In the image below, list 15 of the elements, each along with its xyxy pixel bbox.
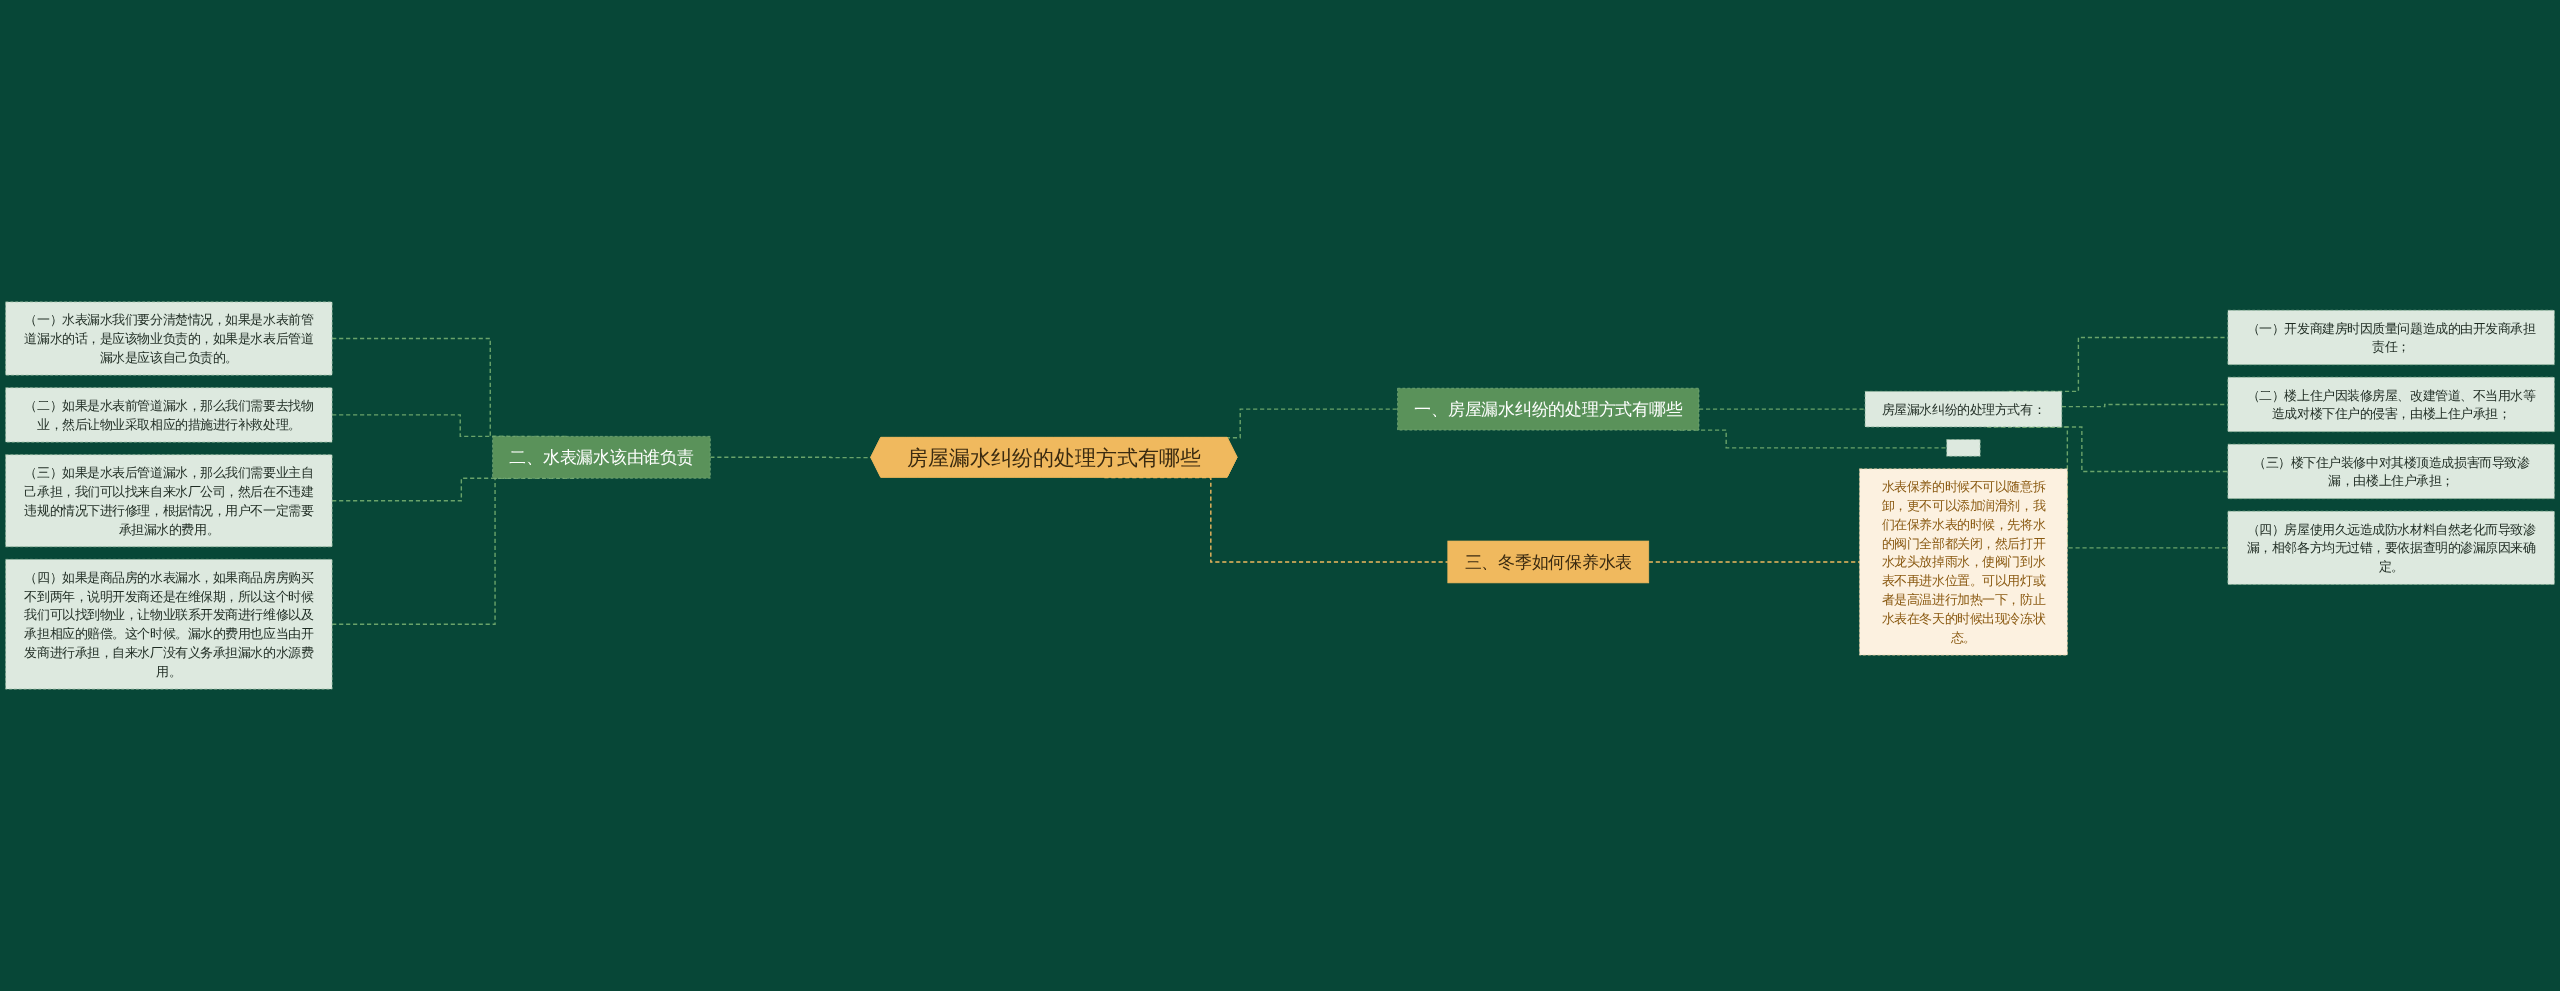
connector xyxy=(1698,408,1866,410)
node-box xyxy=(1946,439,1981,457)
node-box: 三、冬季如何保养水表 xyxy=(1447,540,1650,584)
node-box: （四）房屋使用久远造成防水材料自然老化而导致渗漏，相邻各方均无过错，要依据查明的渗漏原因来确定。 xyxy=(2227,510,2555,585)
node-box: 一、房屋漏水纠纷的处理方式有哪些 xyxy=(1397,387,1700,431)
node-box: 二、水表漏水该由谁负责 xyxy=(492,436,711,479)
node-box: （二）如果是水表前管道漏水，那么我们需要去找物业，然后让物业采取相应的措施进行补救处理。 xyxy=(5,387,333,443)
node-box: （三）楼下住户装修中对其楼顶造成损害而导致渗漏，由楼上住户承担； xyxy=(2227,443,2555,499)
node-box: （一）水表漏水我们要分清楚情况，如果是水表前管道漏水的话，是应该物业负责的，如果是水表后管道漏水是应该自己负责的。 xyxy=(5,301,333,376)
node-box: 水表保养的时候不可以随意拆卸，更不可以添加润滑剂，我们在保养水表的时候，先将水的阀门全部都关闭，然后打开水龙头放掉雨水，使阀门到水表不再进水位置。可以用灯或者是高温进行加热一下，防止水表在冬天的时候出现冷冻状态。 xyxy=(1859,468,2068,656)
node-box: （三）如果是水表后管道漏水，那么我们需要业主自己承担，我们可以找来自来水厂公司，然后在不违建违规的情况下进行修理，根据情况，用户不一定需要承担漏水的费用。 xyxy=(5,454,333,548)
node-box: （一）开发商建房时因质量问题造成的由开发商承担责任； xyxy=(2227,309,2555,366)
node-box: 房屋漏水纠纷的处理方式有： xyxy=(1864,391,2063,428)
node-box: （四）如果是商品房的水表漏水，如果商品房房购买不到两年，说明开发商还是在维保期，所以这个时候我们可以找到物业，让物业联系开发商进行维修以及承担相应的赔偿。这个时候。漏水的费用也应当由开发商进行承担，自来水厂没有义务承担漏水的水源费用。 xyxy=(5,559,333,690)
node-box: （二）楼上住户因装修房屋、改建管道、不当用水等造成对楼下住户的侵害，由楼上住户承担； xyxy=(2227,376,2555,432)
